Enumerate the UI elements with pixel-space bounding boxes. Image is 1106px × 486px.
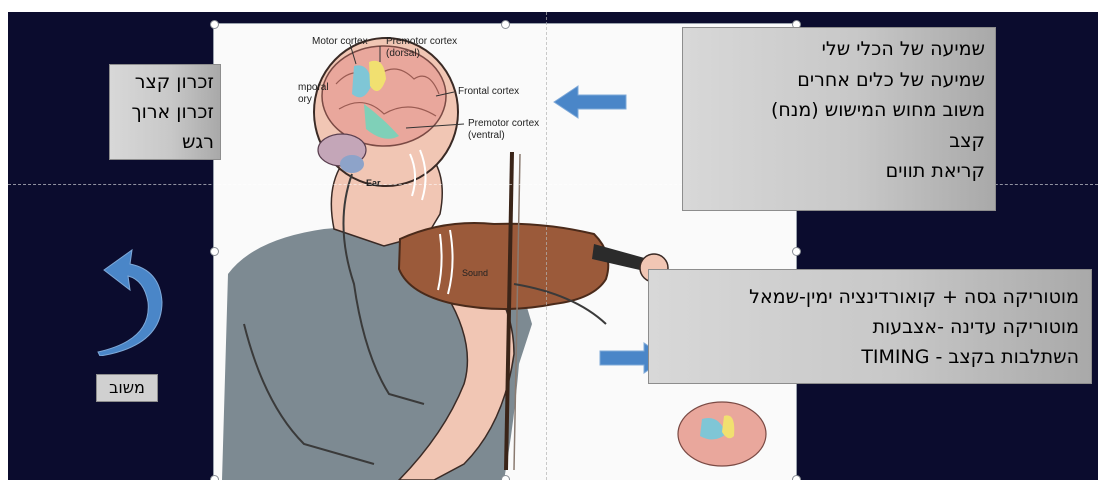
memory-line-1: זכרון קצר	[114, 67, 214, 97]
curved-feedback-arrow-icon[interactable]	[90, 248, 164, 356]
arrow-left-icon[interactable]	[552, 84, 628, 120]
memory-text-box[interactable]: זכרון קצר זכרון ארוך רגש	[109, 64, 221, 160]
resize-handle-right[interactable]	[792, 247, 801, 256]
memory-line-2: זכרון ארוך	[114, 97, 214, 127]
hearing-line-3: משוב מחוש המישוש (מנח)	[689, 95, 985, 126]
resize-handle-bottom[interactable]	[501, 475, 510, 480]
hearing-line-4: קצב	[689, 126, 985, 157]
resize-handle-bottom-right[interactable]	[792, 475, 801, 480]
hearing-line-5: קריאת תווים	[689, 156, 985, 187]
motor-line-1: מוטוריקה גסה + קואורדינציה ימין-שמאל	[655, 282, 1079, 312]
resize-handle-top[interactable]	[501, 20, 510, 29]
motor-text-box[interactable]: מוטוריקה גסה + קואורדינציה ימין-שמאל מוט…	[648, 269, 1092, 384]
memory-line-3: רגש	[114, 127, 214, 157]
slide-canvas[interactable]: Motor cortex Premotor cortex (dorsal) mp…	[8, 12, 1098, 480]
hearing-text-box[interactable]: שמיעה של הכלי שלי שמיעה של כלים אחרים מש…	[682, 27, 996, 211]
motor-line-2: מוטוריקה עדינה -אצבעות	[655, 312, 1079, 342]
hearing-line-2: שמיעה של כלים אחרים	[689, 65, 985, 96]
hearing-line-1: שמיעה של הכלי שלי	[689, 34, 985, 65]
resize-handle-bottom-left[interactable]	[210, 475, 219, 480]
resize-handle-left[interactable]	[210, 247, 219, 256]
feedback-label[interactable]: משוב	[96, 374, 158, 402]
motor-line-3: השתלבות בקצב - TIMING	[655, 342, 1079, 372]
resize-handle-top-left[interactable]	[210, 20, 219, 29]
